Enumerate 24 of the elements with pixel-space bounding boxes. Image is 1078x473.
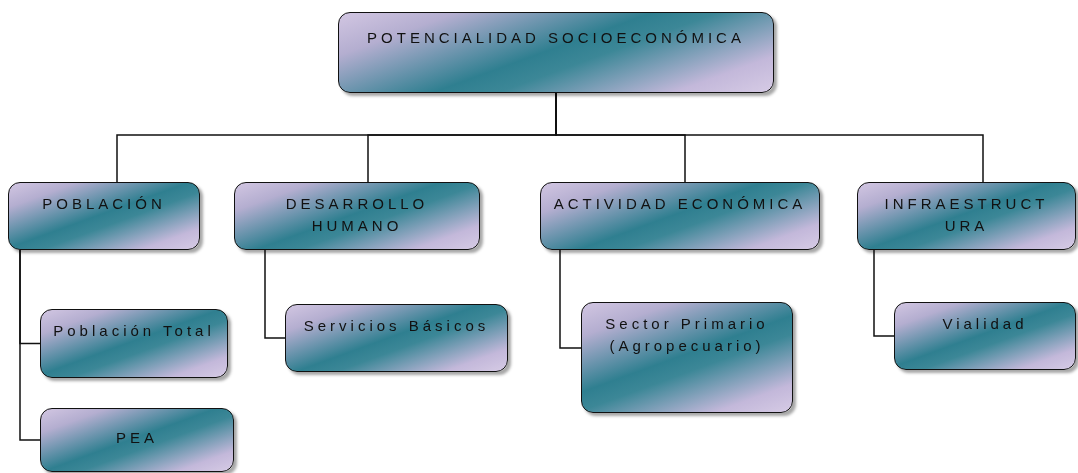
gradient-box bbox=[540, 182, 820, 250]
gradient-box bbox=[857, 182, 1076, 250]
node-label: POBLACIÓN bbox=[42, 194, 166, 214]
gradient-box bbox=[8, 182, 200, 250]
connector-line bbox=[264, 249, 286, 339]
node-label: Servicios Básicos bbox=[303, 316, 490, 336]
gradient-box bbox=[338, 12, 774, 93]
gradient-box bbox=[40, 408, 234, 472]
node-label: Sector Primario (Agropecuario) bbox=[604, 314, 770, 356]
node-label: DESARROLLO HUMANO bbox=[284, 194, 430, 236]
connector-line bbox=[559, 249, 582, 349]
node-label: Vialidad bbox=[942, 314, 1028, 334]
gradient-box bbox=[285, 304, 508, 372]
node-label: Población Total bbox=[53, 321, 215, 341]
node-label: POTENCIALIDAD SOCIOECONÓMICA bbox=[367, 28, 745, 48]
gradient-box bbox=[40, 309, 228, 378]
connector-line bbox=[19, 249, 41, 441]
node-label: ACTIVIDAD ECONÓMICA bbox=[553, 194, 807, 214]
gradient-box bbox=[234, 182, 480, 250]
connector-line bbox=[873, 249, 895, 337]
node-label: PEA bbox=[116, 428, 158, 448]
gradient-box bbox=[894, 302, 1076, 370]
node-label: INFRAESTRUCTURA bbox=[883, 194, 1050, 236]
gradient-box bbox=[581, 302, 793, 413]
